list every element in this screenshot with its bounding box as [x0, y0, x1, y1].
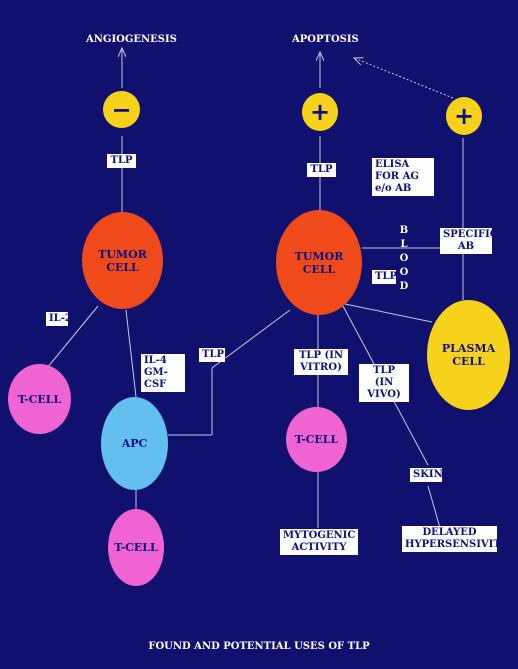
plus-sign-icon: + [302, 93, 338, 131]
angiogenesis-label: ANGIOGENESIS [86, 34, 177, 45]
skin-label: SKIN [410, 468, 443, 482]
t-cell-left: T-CELL [8, 364, 71, 434]
delayed-hypersensivity-label: DELAYED HYPERSENSIVITY [402, 526, 508, 552]
tlp-in-vivo-label: TLP (IN VIVO) [359, 364, 409, 402]
apc-cell: APC [101, 397, 168, 490]
t-cell-bottom: T-CELL [108, 509, 164, 586]
arrow-plus-to-apoptosis [354, 58, 454, 99]
specific-ab-label: SPECIFIC AB [440, 228, 498, 254]
blood-label: BLOOD [399, 225, 409, 292]
plus-sign-icon: + [446, 97, 482, 135]
tlp-label: TLP [107, 154, 136, 168]
tlp-in-vitro-label: TLP (IN VITRO) [294, 349, 348, 375]
elisa-label: ELISA FOR AG e/o AB [372, 158, 434, 196]
t-cell-mid: T-CELL [286, 407, 347, 472]
apoptosis-label: APOPTOSIS [292, 34, 359, 45]
tlp-label: TLP [199, 348, 225, 362]
il2-label: IL-2 [46, 312, 72, 326]
connector-apc-to-tumor-3 [211, 309, 291, 369]
il4-gmcsf-label: IL-4 GM-CSF [141, 354, 185, 392]
tlp-label: TLP [307, 163, 336, 177]
tumor-cell-right: TUMOR CELL [276, 210, 362, 315]
connector-tumor-to-plasma [339, 302, 433, 323]
mytogenic-activity-label: MYTOGENIC ACTIVITY [280, 529, 358, 555]
minus-sign-icon: − [103, 91, 140, 128]
diagram-caption: FOUND AND POTENTIAL USES OF TLP [148, 641, 370, 652]
connector-tumor-to-apc [125, 309, 137, 398]
connector-skin-to-delayed [427, 485, 441, 529]
connector-tumor-to-tcell-left [46, 305, 99, 369]
tumor-cell-left: TUMOR CELL [82, 212, 163, 309]
plasma-cell: PLASMA CELL [427, 300, 510, 410]
tlp-label: TLP [372, 270, 397, 284]
